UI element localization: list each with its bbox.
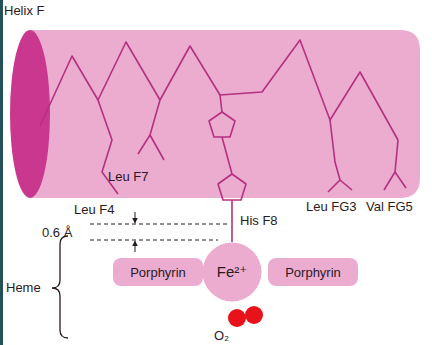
node-text: Porphyrin bbox=[130, 265, 186, 280]
box-shape bbox=[113, 258, 203, 286]
leu-f7-branch bbox=[138, 135, 150, 154]
helix-cylinder bbox=[30, 30, 420, 198]
dashed-guide bbox=[90, 224, 230, 225]
part-label: Heme bbox=[6, 281, 41, 295]
cylinder-end bbox=[10, 30, 50, 198]
his-ring-upper bbox=[209, 112, 235, 137]
porphyrin-box: Porphyrin bbox=[113, 258, 203, 286]
iron-atom: Fe²⁺ bbox=[202, 242, 262, 302]
leu-fg3-sidechain bbox=[330, 120, 340, 180]
dimension-arrow bbox=[135, 212, 136, 223]
part-label: His F8 bbox=[240, 214, 278, 228]
atom-shape bbox=[203, 243, 262, 302]
oxygen-atom bbox=[245, 306, 263, 324]
part-label: Val FG5 bbox=[366, 200, 413, 214]
oxygen-atom bbox=[228, 309, 246, 327]
fe-bond bbox=[231, 200, 233, 242]
node-text: Fe²⁺ bbox=[217, 263, 247, 281]
leu-f7-sidechain bbox=[150, 100, 164, 160]
part-label: O₂ bbox=[214, 329, 229, 343]
his-link bbox=[220, 95, 222, 112]
part-label: 0.6 Å bbox=[42, 226, 72, 240]
heme-bracket bbox=[52, 236, 68, 338]
part-label: Leu FG3 bbox=[306, 200, 357, 214]
dimension-arrow bbox=[135, 241, 136, 252]
val-fg5-fork bbox=[384, 172, 406, 190]
part-label: Helix F bbox=[4, 4, 44, 18]
box-shape bbox=[268, 258, 358, 286]
backbone bbox=[40, 40, 398, 140]
frame-bar bbox=[0, 0, 3, 345]
leu-fg3-fork bbox=[328, 180, 352, 192]
node-text: Porphyrin bbox=[285, 265, 341, 280]
his-link bbox=[222, 137, 232, 174]
porphyrin-box: Porphyrin bbox=[268, 258, 358, 286]
val-fg5-sidechain bbox=[395, 140, 398, 172]
part-label: Leu F7 bbox=[108, 170, 148, 184]
his-ring-lower bbox=[218, 174, 246, 200]
part-label: Leu F4 bbox=[74, 203, 114, 217]
dashed-guide bbox=[90, 240, 218, 241]
